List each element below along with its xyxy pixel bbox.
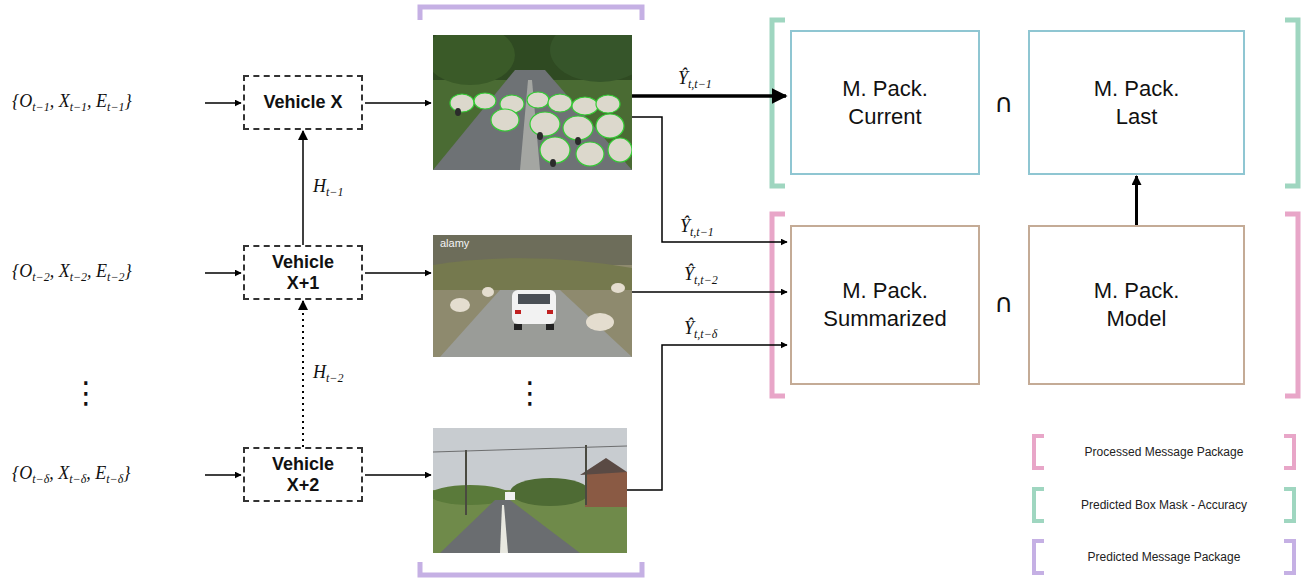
bracket xyxy=(1285,214,1298,396)
box-text: M. Pack. Summarized xyxy=(821,277,949,333)
box-text: Vehicle X+1 xyxy=(261,252,345,294)
prediction-label: Ŷt,t−1 xyxy=(680,216,714,241)
input-arrow xyxy=(205,474,241,476)
package-box: M. Pack. Last xyxy=(1028,30,1245,175)
box-text: M. Pack. Last xyxy=(1073,75,1201,131)
intersection-symbol: ∩ xyxy=(994,88,1013,118)
input-tuple: {Ot−2, Xt−2, Et−2} xyxy=(12,261,132,286)
bracket xyxy=(772,20,785,186)
package-box: M. Pack. Summarized xyxy=(790,225,980,385)
vehicle-box: Vehicle X+1 xyxy=(243,245,363,300)
road-photo xyxy=(433,428,627,553)
prediction-label: Ŷt,t−1 xyxy=(678,68,712,93)
watermark: alamy xyxy=(440,237,469,249)
input-arrow xyxy=(205,102,241,104)
output-arrow xyxy=(365,272,431,274)
box-text: M. Pack. Model xyxy=(1073,277,1201,333)
legend-text: Processed Message Package xyxy=(1085,445,1244,459)
intersection-symbol: ∩ xyxy=(994,288,1013,318)
ellipsis: ⋮ xyxy=(515,375,545,410)
box-text: M. Pack. Current xyxy=(821,75,949,131)
bracket xyxy=(1285,20,1298,186)
box-text: Vehicle X+2 xyxy=(261,454,345,496)
bracket xyxy=(420,7,642,20)
input-tuple: {Ot−1, Xt−1, Et−1} xyxy=(12,91,132,116)
flow-arrow xyxy=(1135,176,1138,225)
edge-label: Ht−1 xyxy=(311,175,345,200)
output-arrow xyxy=(365,102,431,104)
legend-entry: Predicted Box Mask - Accuracy xyxy=(1030,485,1298,525)
ellipsis: ⋮ xyxy=(71,375,101,410)
prediction-arrow xyxy=(632,94,786,98)
input-arrow xyxy=(205,272,241,274)
road-photo xyxy=(433,235,632,357)
vehicle-box: Vehicle X+2 xyxy=(243,447,363,502)
prediction-label: Ŷt,t−2 xyxy=(684,264,718,289)
box-text: Vehicle X xyxy=(263,92,342,113)
prediction-arrow xyxy=(627,345,787,490)
edge-label: Ht−2 xyxy=(311,361,345,386)
legend-entry: Processed Message Package xyxy=(1030,432,1298,472)
legend-text: Predicted Box Mask - Accuracy xyxy=(1081,498,1247,512)
prediction-arrow xyxy=(632,117,787,242)
bracket xyxy=(420,562,642,575)
prediction-arrow xyxy=(632,291,787,293)
vehicle-box: Vehicle X xyxy=(243,75,363,130)
output-arrow xyxy=(365,474,431,476)
legend-text: Predicted Message Package xyxy=(1088,550,1241,564)
hidden-state-arrow xyxy=(302,131,304,245)
road-photo xyxy=(433,35,632,170)
package-box: M. Pack. Current xyxy=(790,30,980,175)
hidden-state-arrow xyxy=(302,301,304,447)
input-tuple: {Ot−δ, Xt−δ, Et−δ} xyxy=(12,463,130,488)
package-box: M. Pack. Model xyxy=(1028,225,1245,385)
legend-entry: Predicted Message Package xyxy=(1030,537,1298,577)
prediction-label: Ŷt,t−δ xyxy=(684,318,717,343)
